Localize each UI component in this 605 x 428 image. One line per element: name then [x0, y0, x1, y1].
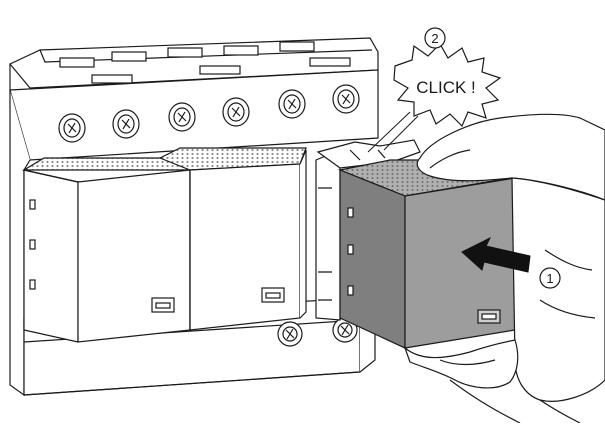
screw-terminal-icon — [332, 317, 358, 343]
screw-terminal-icon — [168, 102, 196, 132]
inserting-module — [315, 139, 516, 349]
screw-terminal-icon — [278, 89, 306, 119]
click-label: CLICK ! — [416, 78, 476, 97]
screw-terminal-icon — [332, 84, 360, 114]
plug-in-module-1 — [21, 157, 191, 343]
step-2-marker: 2 — [424, 27, 446, 49]
screw-terminal-icon — [277, 321, 303, 347]
screw-terminal-icon — [112, 109, 140, 139]
step-1-number: 1 — [546, 271, 553, 286]
screw-terminals — [58, 84, 360, 347]
inserting-module-side — [339, 169, 406, 349]
push-arrow-icon — [461, 236, 531, 273]
module-2-front — [189, 163, 301, 331]
screw-terminal-icon — [222, 97, 250, 127]
plug-in-module-2 — [158, 147, 307, 331]
hand-icon — [403, 113, 605, 424]
step-2-number: 2 — [431, 31, 438, 46]
click-leader-lines — [367, 111, 419, 153]
screw-terminal-icon — [58, 113, 86, 143]
step-1-marker: 1 — [539, 267, 561, 289]
module-1-side — [23, 169, 79, 343]
click-starburst-icon: CLICK ! — [393, 43, 502, 128]
module-1-front — [77, 169, 191, 343]
